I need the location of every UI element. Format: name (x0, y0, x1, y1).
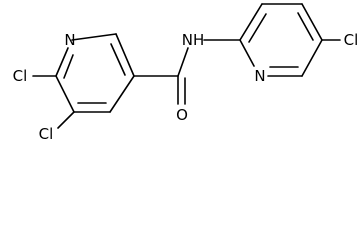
bond-c6-n1 (55, 47, 69, 77)
amide-nh-label: NH (182, 31, 205, 49)
bond-c2prime-c3prime (239, 3, 263, 41)
carbonyl-oxygen-label: O (176, 106, 188, 124)
bond-c2-c3-inner (110, 43, 126, 76)
bond-c4prime-c5prime-inner (297, 12, 314, 41)
chlorine-label-c6: Cl (13, 67, 28, 85)
chlorine-label-c5: Cl (39, 125, 54, 143)
atom-labels: N Cl Cl O NH N Cl (13, 31, 359, 143)
ring2-nitrogen-label: N (254, 67, 265, 85)
bond-c2-c3 (115, 33, 135, 77)
chlorine-label-ring2: Cl (344, 31, 359, 49)
ring1-nitrogen-label: N (64, 31, 75, 49)
bond-c5-c6 (55, 75, 75, 113)
bond-c5prime-c6prime (301, 39, 323, 77)
bond-n1-c2 (71, 33, 117, 41)
bond-n1prime-c2prime (239, 39, 255, 67)
bond-c2prime-c3prime-inner (248, 13, 267, 43)
bond-c5-cl (57, 111, 75, 129)
bond-carbonyl-nh (177, 47, 189, 77)
bond-c6-n1-inner (63, 54, 74, 79)
bonds (32, 3, 341, 129)
bond-c4prime-c5prime (301, 3, 323, 41)
bond-c3-c4 (109, 75, 135, 113)
molecule-diagram: N Cl Cl O NH N Cl (13, 3, 359, 143)
